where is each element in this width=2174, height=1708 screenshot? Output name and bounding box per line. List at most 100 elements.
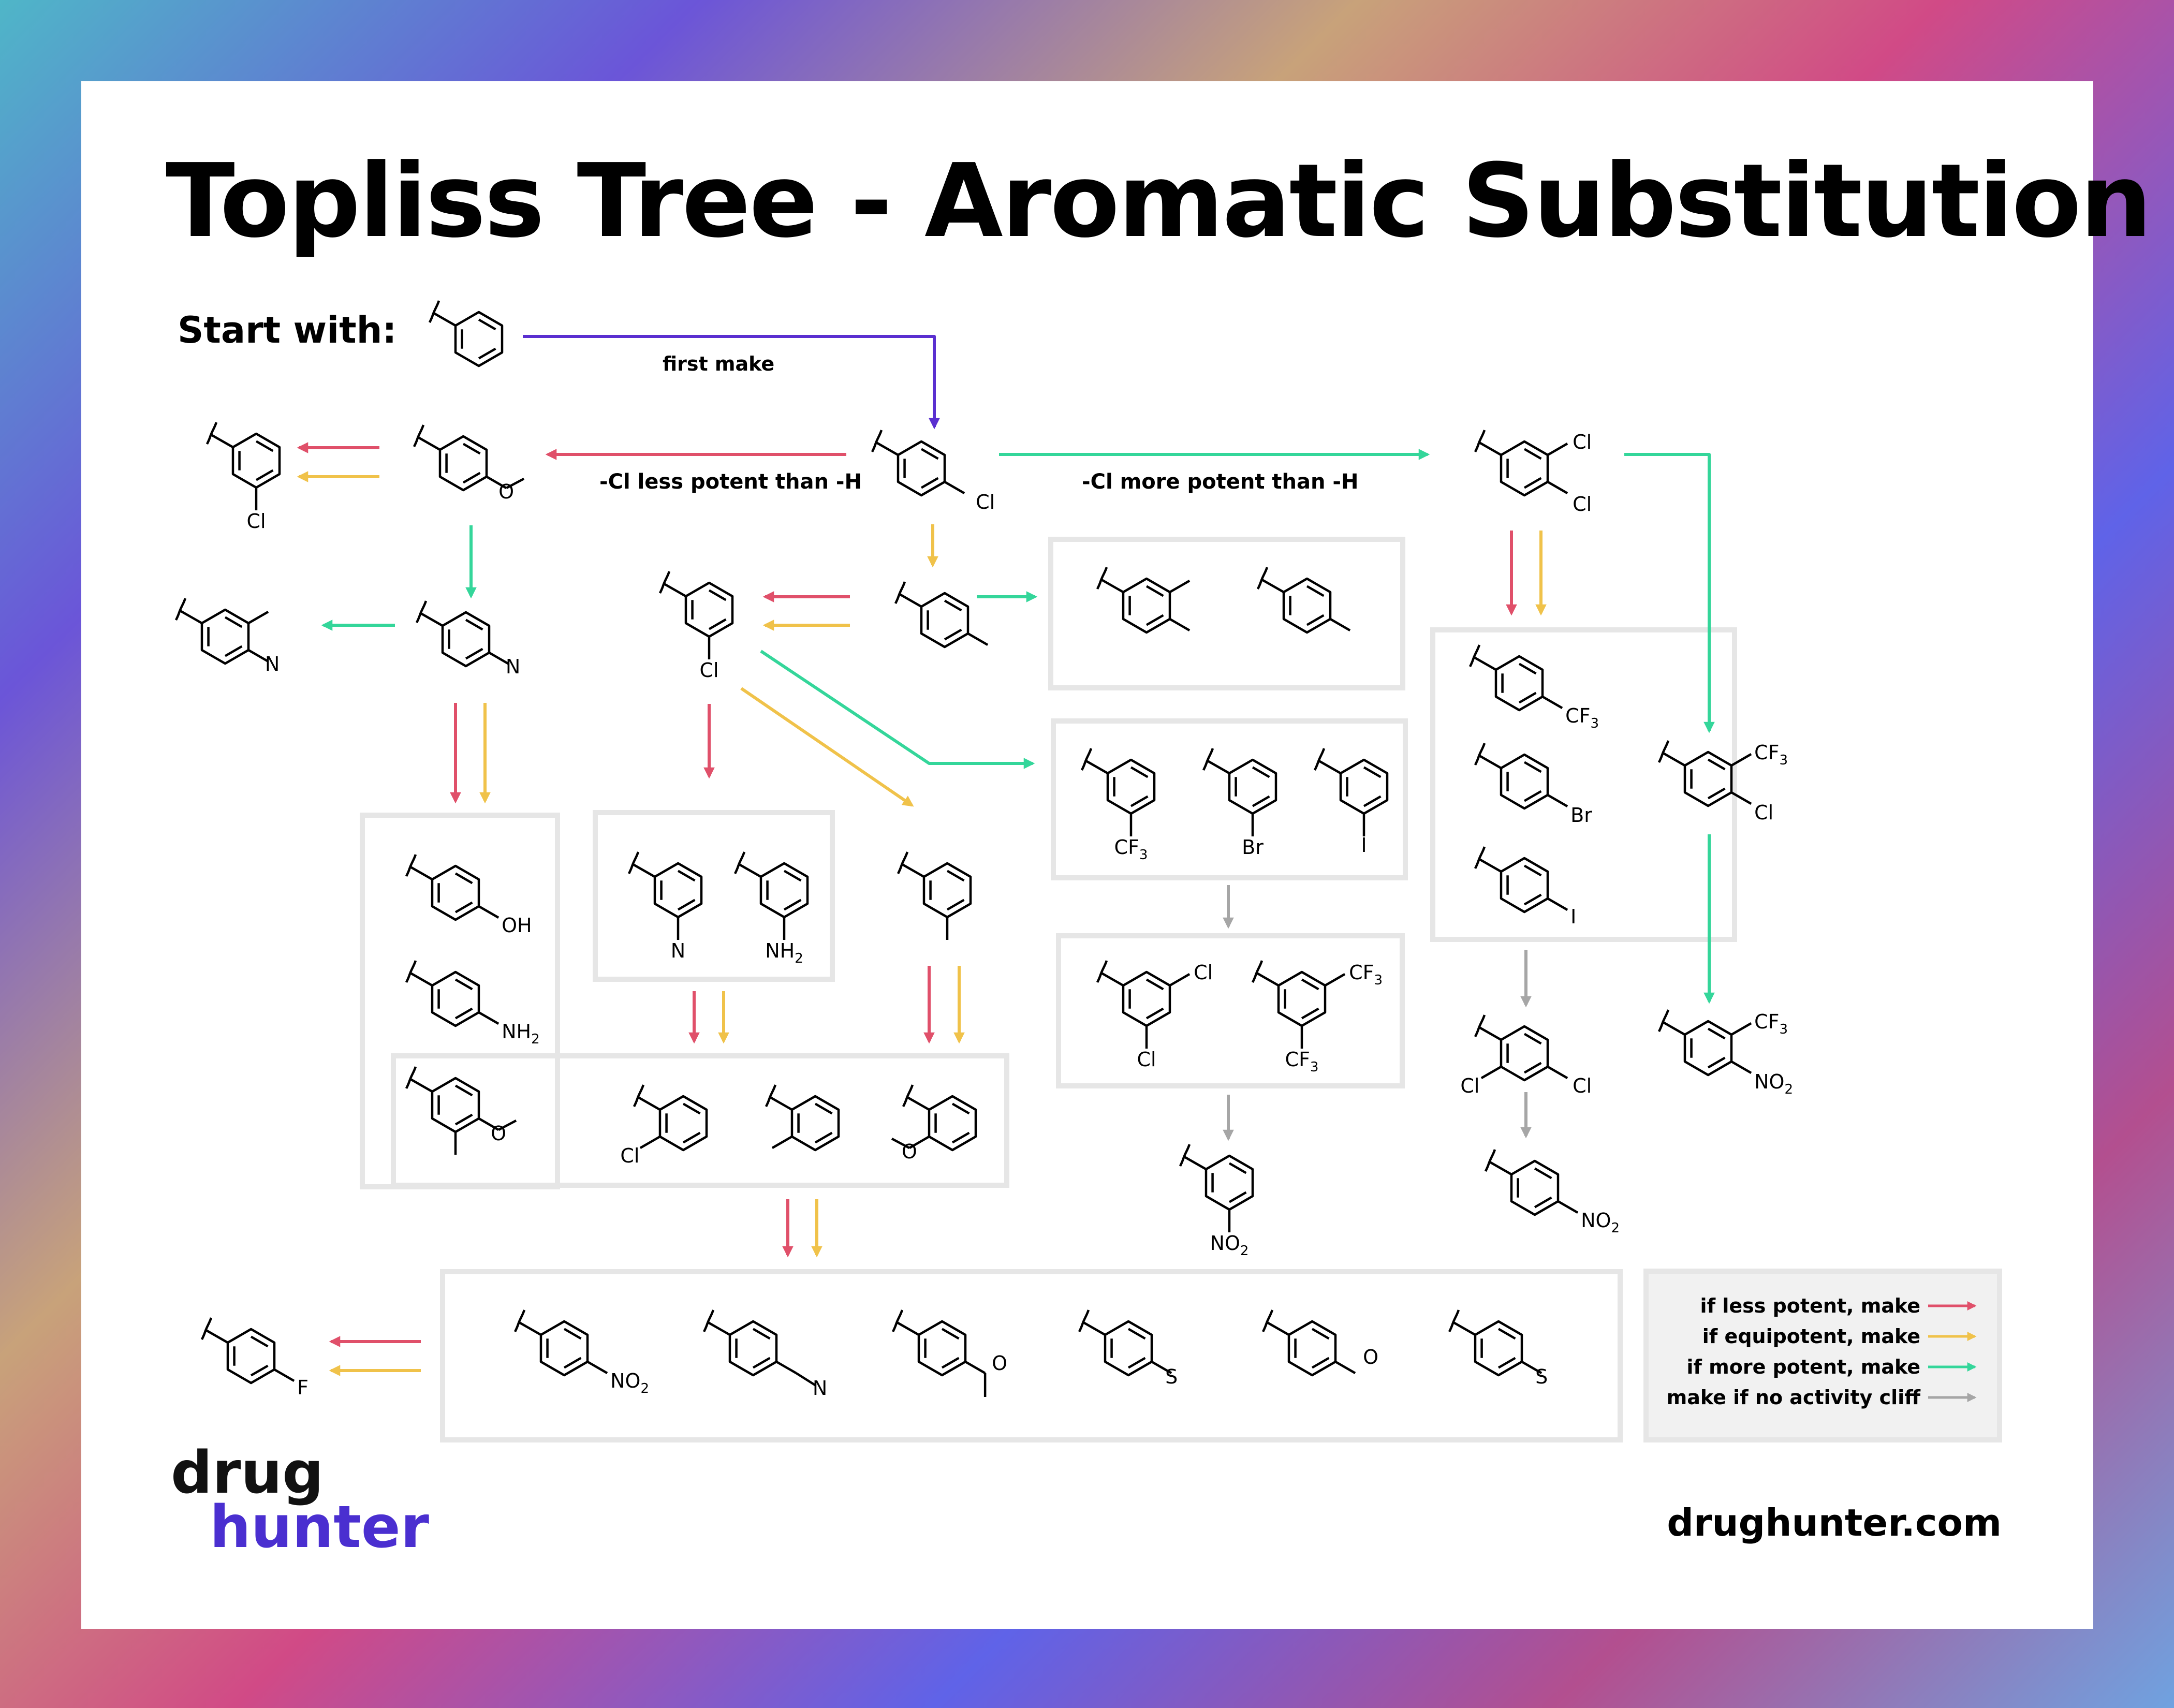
attachment-wave <box>1657 740 1670 763</box>
attachment-wave <box>513 1309 526 1333</box>
mol-o-cl: Cl <box>620 1084 708 1167</box>
edge-label-first-make: first make <box>663 352 774 375</box>
benzene-ring <box>231 432 281 489</box>
benzene-ring <box>431 864 480 921</box>
attachment-bond <box>409 1078 433 1093</box>
substituent-tail <box>506 478 525 489</box>
ring-double-bond <box>1311 1357 1330 1369</box>
legend-label-cliff: make if no activity cliff <box>1667 1386 1921 1409</box>
website-link[interactable]: drughunter.com <box>1667 1501 2002 1544</box>
substituent-label: I <box>1570 905 1576 928</box>
benzene-ring <box>1500 857 1549 914</box>
benzene-ring <box>1474 1320 1523 1377</box>
attachment-wave <box>1474 846 1486 870</box>
ring-double-bond <box>250 1335 269 1348</box>
substituent-label: N <box>265 653 280 675</box>
benzene-ring <box>1500 1025 1549 1082</box>
legend-box <box>1643 1269 2002 1442</box>
box-4 <box>1048 537 1405 690</box>
page-title: Topliss Tree - Aromatic Substitution <box>166 142 2152 260</box>
benzene-ring <box>653 862 703 919</box>
ring-double-bond <box>1127 1328 1146 1340</box>
mol-o-me <box>765 1084 840 1152</box>
substituent-label: O <box>902 1140 917 1163</box>
ring-double-bond <box>1127 1357 1146 1369</box>
attachment-bond <box>1256 972 1280 986</box>
benzene-ring <box>728 1320 778 1377</box>
ring-double-bond <box>682 1102 701 1115</box>
substituent-bond <box>1541 696 1563 709</box>
benzene-ring <box>1510 1159 1560 1216</box>
ring-double-bond <box>752 1357 771 1369</box>
attachment-wave <box>733 851 746 875</box>
ring-double-bond <box>563 1328 582 1340</box>
attachment-wave <box>1096 567 1108 590</box>
benzene-ring <box>790 1095 840 1152</box>
ring-double-bond <box>1523 790 1542 802</box>
attachment-wave <box>1256 567 1269 590</box>
attachment-bond <box>875 441 899 456</box>
start-label: Start with: <box>178 309 396 351</box>
substituent-label: OH <box>502 914 532 937</box>
substituent-bond <box>1151 1361 1172 1374</box>
mol-p-cl: Cl <box>871 430 995 513</box>
benzene-ring <box>1500 753 1549 810</box>
attachment-bond <box>210 434 234 448</box>
benzene-ring <box>1204 1154 1254 1211</box>
attachment-bond <box>1478 1026 1502 1041</box>
substituent-bond <box>639 1136 661 1149</box>
boxes-layer <box>360 537 1737 1442</box>
attachment-bond <box>1489 1161 1512 1175</box>
box-6 <box>1056 933 1405 1088</box>
substituent-label: N <box>671 939 685 962</box>
substituent-label: Cl <box>1754 801 1773 824</box>
benzene-ring <box>1104 1320 1153 1377</box>
ring-double-bond <box>1707 1027 1726 1040</box>
ring-double-bond <box>944 599 962 612</box>
ring-double-bond <box>1707 1056 1726 1069</box>
benzene-ring <box>1683 750 1733 807</box>
ring-double-bond <box>1523 864 1542 877</box>
ring-double-bond <box>1301 978 1319 991</box>
mol-p-br: Br <box>1474 743 1592 827</box>
ring-double-bond <box>1228 1162 1247 1174</box>
substituent-label: O <box>498 480 514 503</box>
mol-p-tbu <box>1256 567 1351 634</box>
ring-double-bond <box>1523 477 1542 489</box>
attachment-bond <box>1662 1021 1686 1036</box>
substituent-label: Cl <box>699 659 718 682</box>
benzene-ring <box>431 1077 480 1133</box>
box-3 <box>391 1053 1009 1188</box>
ring-double-bond <box>708 589 727 601</box>
substituent-bond <box>964 1361 986 1374</box>
substituent-bond <box>1547 481 1568 494</box>
attachment-bond <box>1207 760 1230 774</box>
attachment-wave <box>1448 1309 1460 1333</box>
ring-double-bond <box>563 1357 582 1369</box>
substituent-label: NO2 <box>1210 1232 1249 1259</box>
attachment-bond <box>1100 972 1124 986</box>
ring-double-bond <box>1707 758 1726 771</box>
ring-double-bond <box>752 1328 771 1340</box>
attachment-bond <box>1478 441 1502 456</box>
box-8 <box>440 1269 1623 1442</box>
ring-double-bond <box>454 1007 473 1020</box>
substituent-bond <box>775 1361 797 1374</box>
benzene-ring <box>658 1095 708 1152</box>
substituent-label: NH2 <box>765 939 803 966</box>
substituent-bond <box>944 481 965 494</box>
mol-3-me-4-ome: O <box>405 1066 517 1155</box>
attachment-bond <box>1318 760 1342 774</box>
substituent-label: Cl <box>1573 431 1592 453</box>
arrow-mcl-to-box5 <box>760 650 1035 769</box>
substituent-label: NH2 <box>502 1020 540 1047</box>
attachment-bond <box>1261 579 1285 593</box>
substituent-label: Cl <box>1573 493 1592 516</box>
ring-double-bond <box>1145 614 1164 626</box>
substituent-label: Br <box>1570 804 1592 827</box>
ring-double-bond <box>1252 795 1270 807</box>
